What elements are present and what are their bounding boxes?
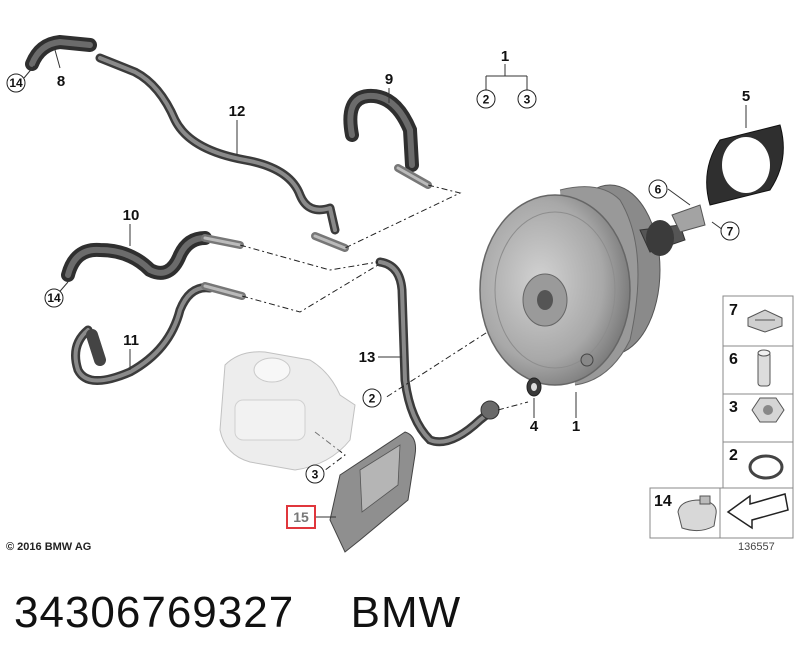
part-number-line: 34306769327 BMW xyxy=(14,588,461,638)
hose-9 xyxy=(343,88,432,189)
callout-2-mid: 2 xyxy=(369,392,376,406)
legend-o-ring-icon xyxy=(748,454,784,480)
legend-arrow-icon xyxy=(726,493,789,530)
callout-10: 10 xyxy=(123,207,140,224)
legend-nut-icon xyxy=(751,397,785,423)
callout-5: 5 xyxy=(742,88,750,105)
brand-name: BMW xyxy=(350,588,462,637)
callout-15-highlight xyxy=(286,505,316,529)
callout-8: 8 xyxy=(57,73,65,90)
hose-11 xyxy=(71,282,246,385)
gasket-5 xyxy=(706,124,784,206)
callout-15: 15 xyxy=(293,509,309,525)
hose-10 xyxy=(61,231,244,282)
callout-1-top: 1 xyxy=(501,48,509,65)
callout-14-mid: 14 xyxy=(47,291,61,305)
legend-item-6: 6 xyxy=(729,351,738,368)
callout-11: 11 xyxy=(123,332,139,349)
drawing-number: 136557 xyxy=(738,541,775,553)
callout-6: 6 xyxy=(655,183,662,197)
pipe-12 xyxy=(95,53,340,235)
callout-4: 4 xyxy=(530,418,539,435)
callout-3-top: 3 xyxy=(524,93,531,107)
callout-12: 12 xyxy=(229,103,246,120)
legend-pin-icon xyxy=(757,349,771,387)
part-number: 34306769327 xyxy=(14,588,295,637)
callout-14-top: 14 xyxy=(9,76,23,90)
callout-9: 9 xyxy=(385,71,393,88)
hose-8 xyxy=(25,34,97,71)
callout-7: 7 xyxy=(727,225,734,239)
callout-3-low: 3 xyxy=(312,468,319,482)
callout-1-low: 1 xyxy=(572,418,580,435)
legend-item-2: 2 xyxy=(729,447,738,464)
legend-item-14: 14 xyxy=(654,493,672,510)
legend-clip-icon xyxy=(747,309,783,333)
brake-booster xyxy=(479,184,706,386)
callout-2-top: 2 xyxy=(483,93,490,107)
copyright-text: © 2016 BMW AG xyxy=(6,541,92,553)
legend-hose-clamp-icon xyxy=(677,495,717,532)
brake-fluid-reservoir xyxy=(219,351,356,471)
callout-13: 13 xyxy=(359,349,376,366)
legend-item-7: 7 xyxy=(729,302,738,319)
bracket-15 xyxy=(329,431,416,553)
legend-item-3: 3 xyxy=(729,399,738,416)
